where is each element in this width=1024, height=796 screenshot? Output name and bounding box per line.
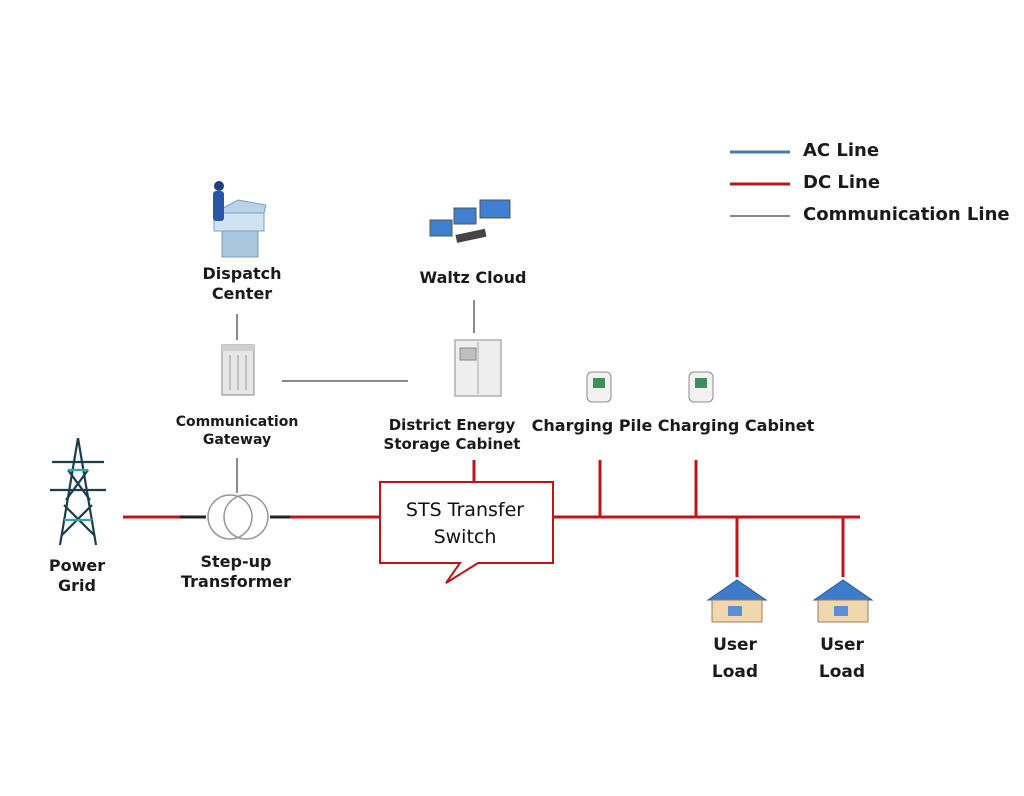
district-energy-storage-cabinet-label: District Energy Storage Cabinet xyxy=(383,416,521,453)
house-icon xyxy=(706,579,768,623)
waltz-cloud-label: Waltz Cloud xyxy=(419,268,527,287)
sts-transfer-switch-label: STS Transfer Switch xyxy=(405,499,525,548)
user-load-2-label: User Load xyxy=(818,635,866,682)
user-load-1-label: User Load xyxy=(711,635,759,682)
charging-pile-label: Charging Pile xyxy=(531,416,653,435)
house-icon xyxy=(812,579,874,623)
charging-cabinet-label: Charging Cabinet xyxy=(657,416,815,435)
transformer-icon xyxy=(207,494,269,540)
charger-icon xyxy=(688,371,714,403)
transmission-tower-icon xyxy=(50,437,106,546)
legend-ac-line-label: AC Line xyxy=(803,140,880,161)
step-up-transformer-label: Step-up Transformer xyxy=(180,552,292,591)
storage-cabinet-icon xyxy=(454,339,502,397)
monitors-icon xyxy=(429,199,511,243)
power-grid-label: Power Grid xyxy=(48,556,106,595)
charger-icon xyxy=(586,371,612,403)
communication-gateway-label: Communication Gateway xyxy=(175,414,299,448)
dispatch-center-label: Dispatch Center xyxy=(202,264,282,303)
sts-transfer-switch-box xyxy=(379,481,554,584)
server-rack-icon xyxy=(221,344,255,396)
legend-communication-line-label: Communication Line xyxy=(803,204,1010,225)
legend-dc-line-label: DC Line xyxy=(803,172,881,193)
operator-console-icon xyxy=(213,181,267,258)
